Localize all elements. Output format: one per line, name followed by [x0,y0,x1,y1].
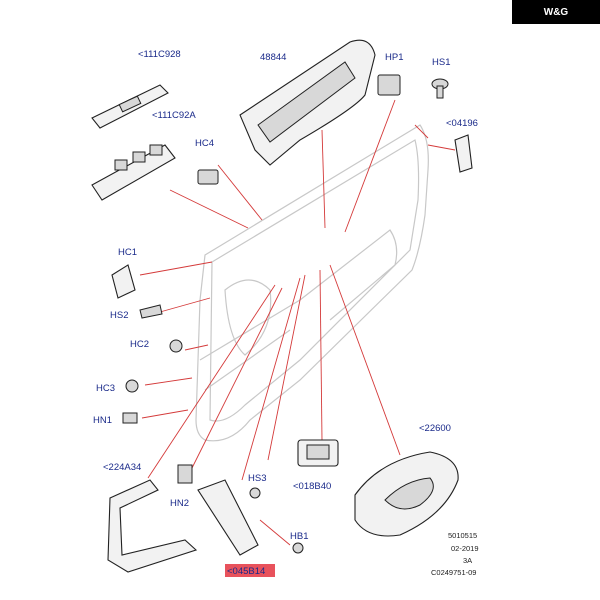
label-hn2: HN2 [170,498,189,509]
label-hc2: HC2 [130,339,149,350]
label-hn1: HN1 [93,415,112,426]
label-045b14: <045B14 [227,566,265,577]
brand-logo-text: W&G [543,6,569,18]
part-hs3-screw [249,487,261,499]
leader-lines [139,99,456,546]
brand-logo: W&G [512,0,600,24]
part-111c92a-switch-bezel [91,144,176,201]
part-018b40-switch [297,439,339,467]
part-hc4-clip [197,169,219,185]
part-04196-bracket [454,134,473,173]
label-hc1: HC1 [118,247,137,258]
label-hc4: HC4 [195,138,214,149]
label-hc3: HC3 [96,383,115,394]
part-22600-door-handle [354,451,459,537]
label-hs3: HS3 [248,473,266,484]
label-111c92a: <111C92A [152,110,196,121]
label-018b40: <018B40 [293,481,331,492]
part-111c928-switch-bezel [91,84,169,129]
footer-line-3: 3A [463,556,472,565]
label-hs2: HS2 [110,310,128,321]
part-224a34-pull-handle [107,479,198,573]
footer-line-1: 5010515 [448,531,477,540]
label-hp1: HP1 [385,52,403,63]
part-045b14-bracket [197,479,259,556]
part-hc2-clip [169,339,183,353]
label-04196: <04196 [446,118,478,129]
label-hs1: HS1 [432,57,450,68]
label-111c928: <111C928 [138,49,181,60]
part-hs2-screw [139,304,163,319]
part-hb1-bolt [292,542,304,554]
part-hc3-clip [125,379,139,393]
label-224a34: <224A34 [103,462,141,473]
part-hn2-nut [177,464,193,484]
part-hc1-clip [111,264,136,299]
part-hn1-nut [122,412,138,424]
footer-line-2: 02-2019 [451,544,479,553]
part-hp1-plug [377,74,401,96]
highlight-045b14 [225,564,275,577]
label-hb1: HB1 [290,531,308,542]
door-trim-panel-outline [195,124,429,442]
footer-line-4: C0249751-09 [431,568,476,577]
part-hs1-screw [431,78,449,99]
label-22600: <22600 [419,423,451,434]
label-48844: 48844 [260,52,286,63]
part-48844-armrest-trim [239,39,376,166]
